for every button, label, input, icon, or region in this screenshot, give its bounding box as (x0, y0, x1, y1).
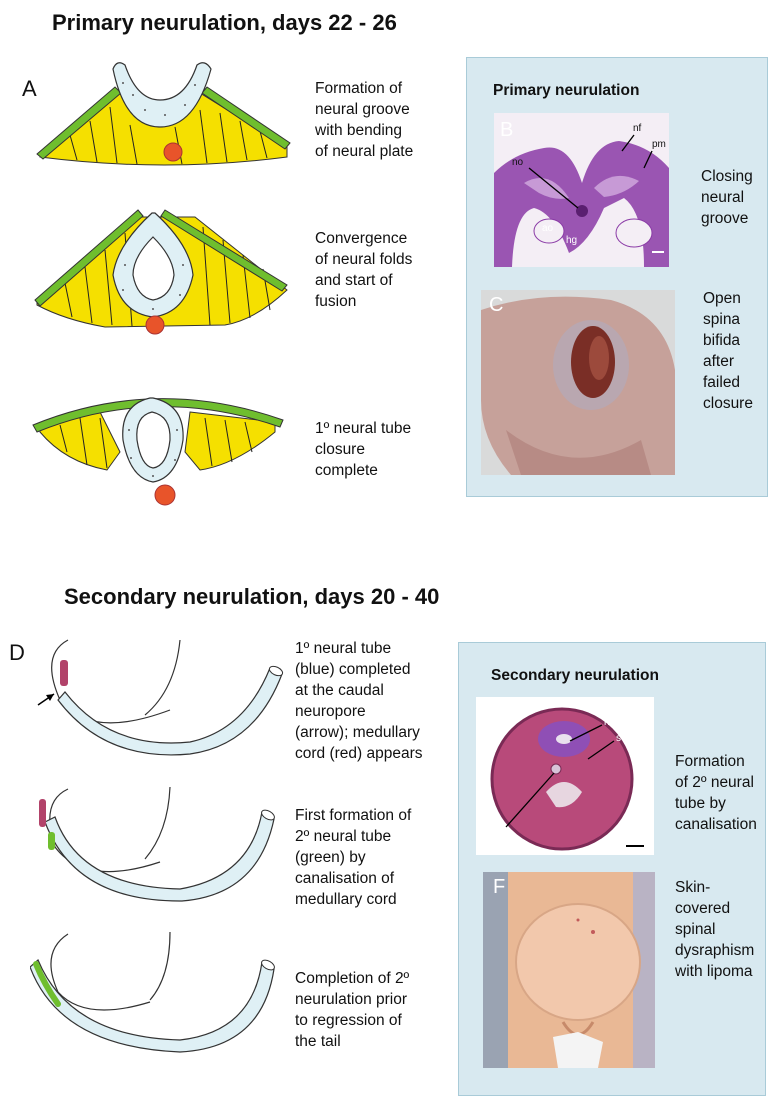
secondary-neurulation-box: Secondary neurulation E nt so no Formati… (458, 642, 766, 1096)
label-hg: hg (566, 235, 577, 246)
primary-box-title: Primary neurulation (493, 82, 639, 100)
label-no: no (512, 157, 523, 168)
panel-label-d: D (9, 640, 25, 666)
spina-bifida-photo: C (481, 290, 675, 475)
secondary-box-title: Secondary neurulation (491, 667, 659, 685)
histology-image-b: B no nf pm ao hg (494, 113, 669, 267)
panel-label-c: C (489, 294, 503, 317)
histology-image-e: E nt so no (476, 697, 654, 855)
label-ao: ao (542, 223, 553, 234)
panel-label-b: B (500, 119, 513, 142)
secondary-section-title: Secondary neurulation, days 20 - 40 (64, 584, 439, 610)
label-no-e: no (490, 829, 501, 840)
spinal-dysraphism-photo: F (483, 872, 655, 1068)
label-pm: pm (652, 139, 666, 150)
label-so: so (616, 733, 627, 744)
caption-stage-3: Completion of 2º neurulation prior to re… (295, 968, 409, 1052)
neural-tube-closure-diagram (25, 370, 305, 510)
caption-convergence: Convergence of neural folds and start of… (315, 228, 412, 312)
primary-section-title: Primary neurulation, days 22 - 26 (52, 10, 397, 36)
caption-spina-bifida: Open spina bifida after failed closure (703, 288, 753, 414)
neural-groove-diagram (25, 55, 305, 175)
caption-closure-complete: 1º neural tube closure complete (315, 418, 411, 481)
caption-closing-groove: Closing neural groove (701, 166, 753, 229)
caption-stage-2: First formation of 2º neural tube (green… (295, 805, 411, 910)
primary-neurulation-box: Primary neurulation B no nf pm ao hg Clo… (466, 57, 768, 497)
panel-label-f: F (493, 876, 505, 899)
label-nf: nf (633, 123, 641, 134)
tail-diagram-stage-3 (30, 922, 290, 1062)
tail-diagram-stage-2 (30, 777, 290, 917)
caption-neural-groove: Formation of neural groove with bending … (315, 78, 413, 162)
caption-stage-1: 1º neural tube (blue) completed at the c… (295, 638, 423, 764)
label-nt: nt (604, 717, 612, 728)
caption-canalisation: Formation of 2º neural tube by canalisat… (675, 751, 757, 835)
tail-diagram-stage-1 (30, 630, 290, 770)
caption-dysraphism: Skin- covered spinal dysraphism with lip… (675, 877, 754, 982)
panel-label-e: E (484, 699, 497, 722)
neural-fold-convergence-diagram (25, 205, 305, 340)
